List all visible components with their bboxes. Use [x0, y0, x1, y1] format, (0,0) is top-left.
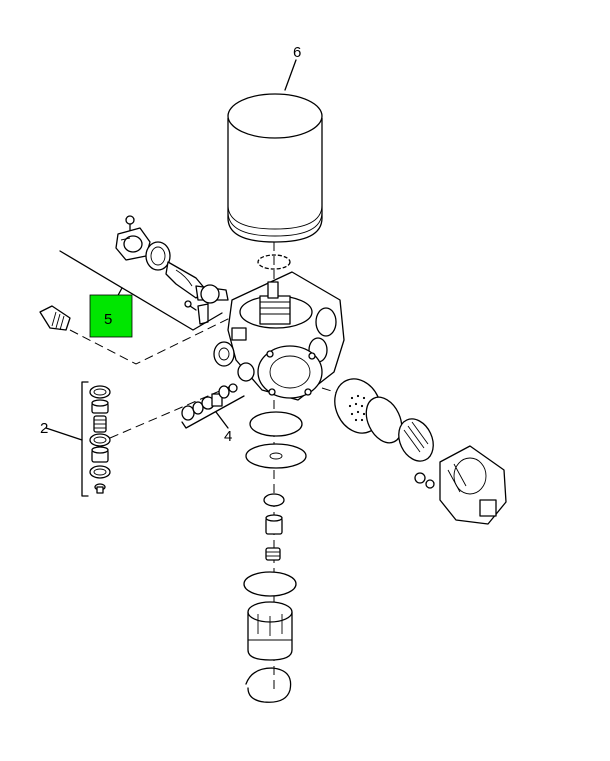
callout-5[interactable]: 5: [104, 311, 112, 328]
lower-snap-ring[interactable]: [245, 667, 292, 703]
lower-washer[interactable]: [245, 443, 307, 469]
filter-cartridge[interactable]: [227, 59, 323, 243]
governor-kit-bracket-line: [59, 250, 223, 331]
lower-exhaust-cover[interactable]: [247, 601, 293, 661]
lower-valve-stem[interactable]: [265, 514, 283, 535]
heater-thermostat[interactable]: [39, 305, 71, 331]
check-valve-oring-top[interactable]: [89, 385, 111, 399]
check-valve-spring[interactable]: [93, 415, 107, 433]
governor-gasket[interactable]: [145, 241, 171, 271]
purge-valve-housing[interactable]: [439, 445, 507, 525]
lower-oring-large[interactable]: [249, 411, 303, 437]
callout-4-bracket: [181, 395, 245, 429]
callout-6[interactable]: 6: [293, 44, 301, 61]
check-valve-center-parts[interactable]: [181, 383, 238, 421]
check-valve-oring-lower[interactable]: [89, 465, 111, 479]
dryer-housing[interactable]: [213, 271, 345, 401]
check-valve-screw[interactable]: [94, 483, 106, 494]
callout-2-bracket: [81, 381, 89, 497]
purge-small-spring[interactable]: [414, 472, 435, 489]
governor-bracket[interactable]: [197, 303, 209, 325]
governor-piston[interactable]: [195, 284, 229, 304]
callout-5-highlight[interactable]: [89, 294, 133, 338]
governor-cap-screw[interactable]: [125, 215, 135, 233]
lower-oring-bottom[interactable]: [243, 571, 297, 597]
callout-2[interactable]: 2: [40, 420, 48, 437]
check-valve-oring-mid[interactable]: [89, 433, 111, 447]
lower-spacer[interactable]: [263, 493, 285, 507]
check-valve-body[interactable]: [91, 446, 109, 463]
governor-screw-small[interactable]: [184, 300, 197, 311]
lower-spring[interactable]: [265, 547, 281, 561]
governor-cap[interactable]: [115, 227, 151, 261]
check-valve-cap[interactable]: [91, 399, 109, 414]
callout-4[interactable]: 4: [224, 428, 232, 445]
purge-valve-cup[interactable]: [392, 413, 440, 466]
purge-oring[interactable]: [359, 391, 408, 448]
